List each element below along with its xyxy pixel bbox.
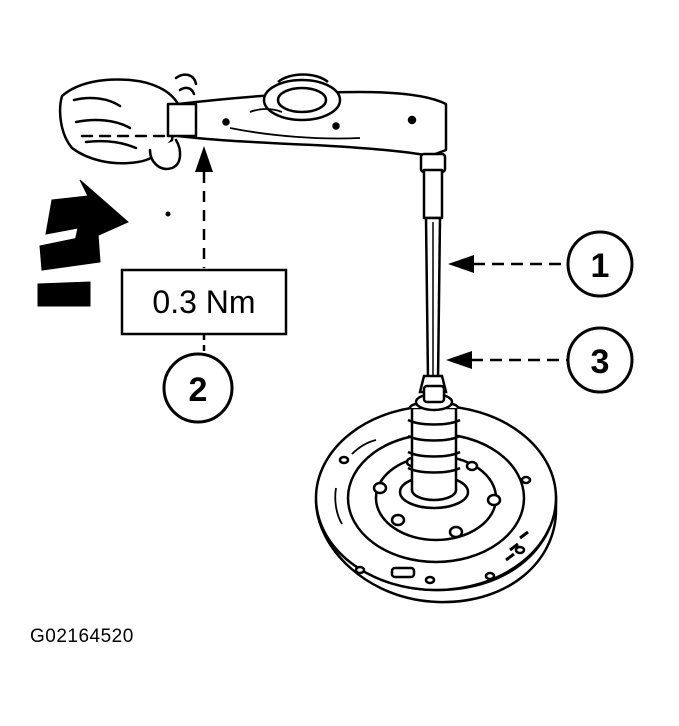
- callout-3-number: 3: [591, 343, 610, 381]
- figure-id-label: G02164520: [30, 626, 134, 647]
- extension-shaft: [418, 216, 448, 394]
- callout-3: 3: [446, 326, 634, 394]
- torque-value-box: [120, 268, 288, 336]
- rotation-direction-arrows: [37, 179, 171, 307]
- callout-1-number: 1: [591, 247, 610, 285]
- hand-illustration: [58, 73, 198, 171]
- torque-callout: 0.3 Nm: [120, 146, 288, 354]
- callout-2: 2: [162, 352, 234, 424]
- pump-assembly: [314, 384, 558, 604]
- torque-value-label: 0.3 Nm: [152, 284, 255, 320]
- torque-wrench: [166, 73, 448, 220]
- callout-2-number: 2: [189, 371, 208, 409]
- callout-1: 1: [448, 230, 634, 298]
